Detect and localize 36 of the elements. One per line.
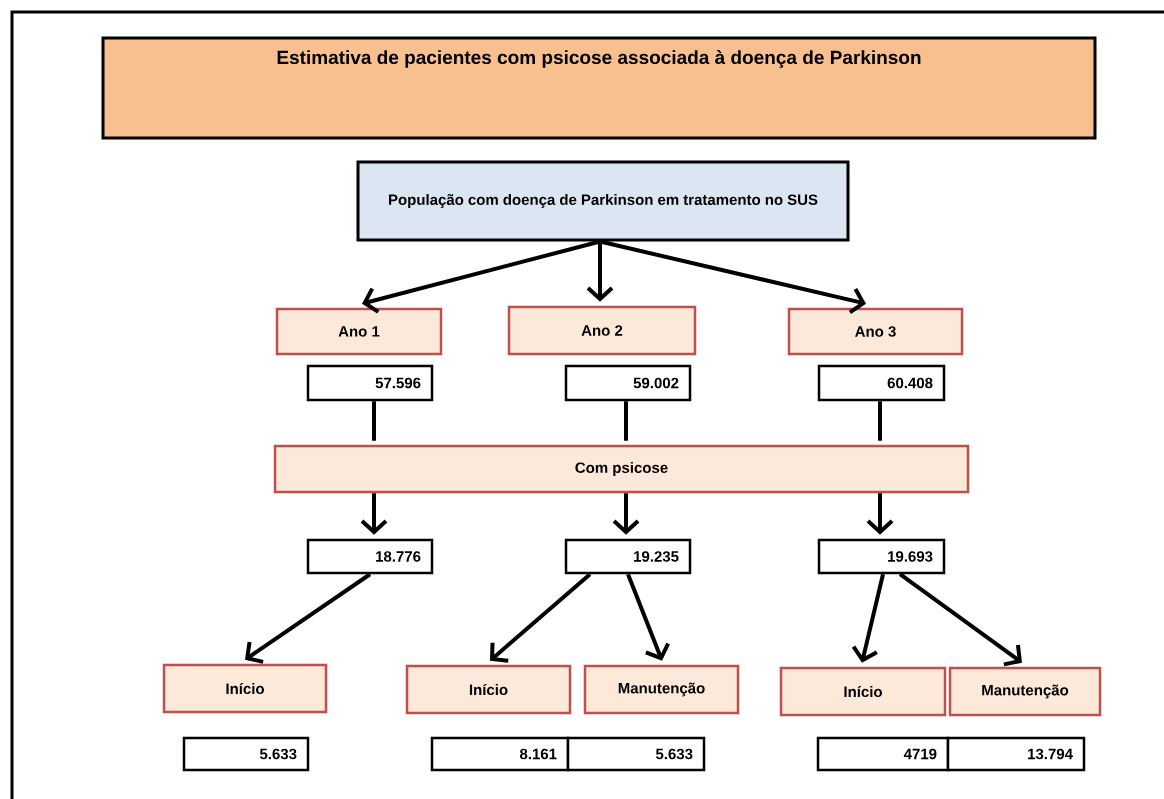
category-box: Com psicose <box>273 444 970 494</box>
connector-line <box>878 401 882 441</box>
category-box: Ano 2 <box>507 305 697 356</box>
value-box: 8.161 <box>430 736 570 772</box>
value-box: 18.776 <box>306 538 434 575</box>
category-box: Ano 1 <box>275 307 443 356</box>
connector-line <box>372 401 376 441</box>
category-box: Ano 3 <box>787 307 964 356</box>
category-box: Manutenção <box>583 664 740 715</box>
arrow <box>362 239 601 314</box>
arrow <box>599 239 866 314</box>
value-box: 5.633 <box>182 736 310 772</box>
value-box: 59.002 <box>564 364 692 402</box>
title-box: Estimativa de pacientes com psicose associada à doença de Parkinson <box>101 36 1097 140</box>
category-box: Início <box>162 663 328 714</box>
arrow <box>586 241 614 302</box>
arrow <box>245 572 372 664</box>
category-box: Início <box>405 664 572 715</box>
arrow <box>490 572 592 663</box>
arrow <box>360 493 388 535</box>
value-box: 5.633 <box>566 736 706 772</box>
connector-line <box>624 401 628 441</box>
category-box: Manutenção <box>948 666 1102 717</box>
arrow <box>626 573 670 661</box>
value-box: 57.596 <box>306 364 434 402</box>
value-box: 13.794 <box>946 736 1086 772</box>
value-box: 19.693 <box>817 538 946 575</box>
arrow <box>612 493 640 535</box>
arrow <box>898 572 1022 667</box>
arrow <box>851 573 885 663</box>
value-box: 60.408 <box>817 364 946 402</box>
category-box: Início <box>779 666 947 717</box>
value-box: 19.235 <box>564 538 692 575</box>
arrow <box>866 493 894 535</box>
population-box: População com doença de Parkinson em tratamento no SUS <box>356 160 850 242</box>
value-box: 4719 <box>816 736 950 772</box>
